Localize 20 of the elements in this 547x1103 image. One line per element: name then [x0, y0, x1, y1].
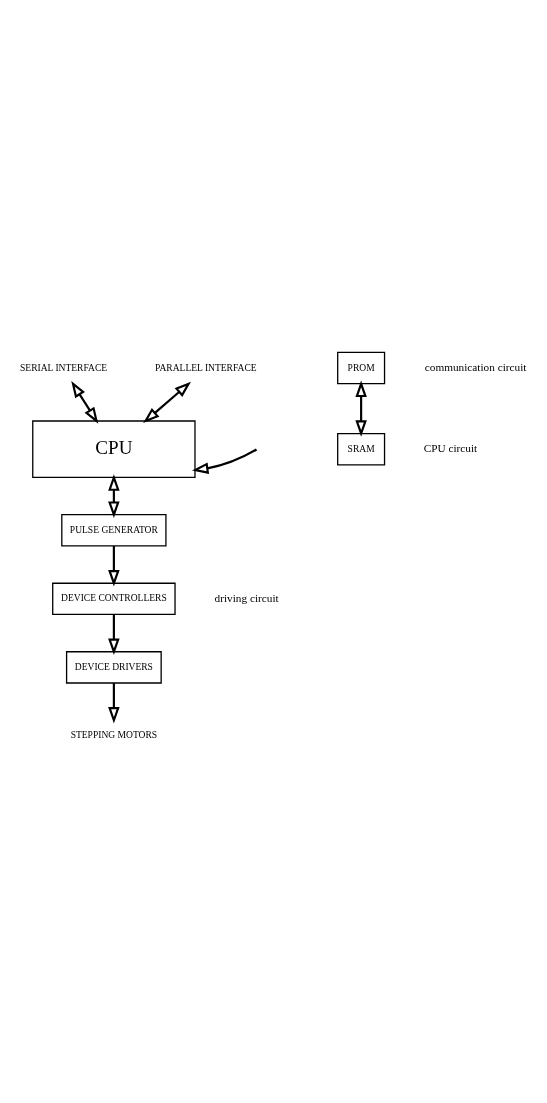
node-box: SRAM	[337, 432, 386, 465]
arrow	[143, 381, 191, 423]
arrow	[108, 614, 120, 655]
arrow	[108, 682, 120, 724]
arrow	[355, 380, 367, 437]
node-box: PROM	[337, 351, 386, 384]
arrow	[108, 545, 120, 586]
node-box: CPU	[32, 419, 196, 478]
label: driving circuit	[214, 591, 279, 604]
node-box: DEVICE DRIVERS	[65, 650, 162, 684]
node-text: PARALLEL INTERFACE	[155, 361, 257, 373]
node-text: SERIAL INTERFACE	[20, 361, 108, 373]
arrow	[71, 380, 99, 424]
node-box: PULSE GENERATOR	[61, 513, 167, 547]
node-text: STEPPING MOTORS	[70, 728, 158, 740]
label: CPU circuit	[423, 441, 478, 454]
arrow	[108, 473, 120, 518]
label: communication circuit	[424, 360, 527, 373]
node-box: DEVICE CONTROLLERS	[52, 582, 176, 615]
arrow	[191, 448, 258, 474]
